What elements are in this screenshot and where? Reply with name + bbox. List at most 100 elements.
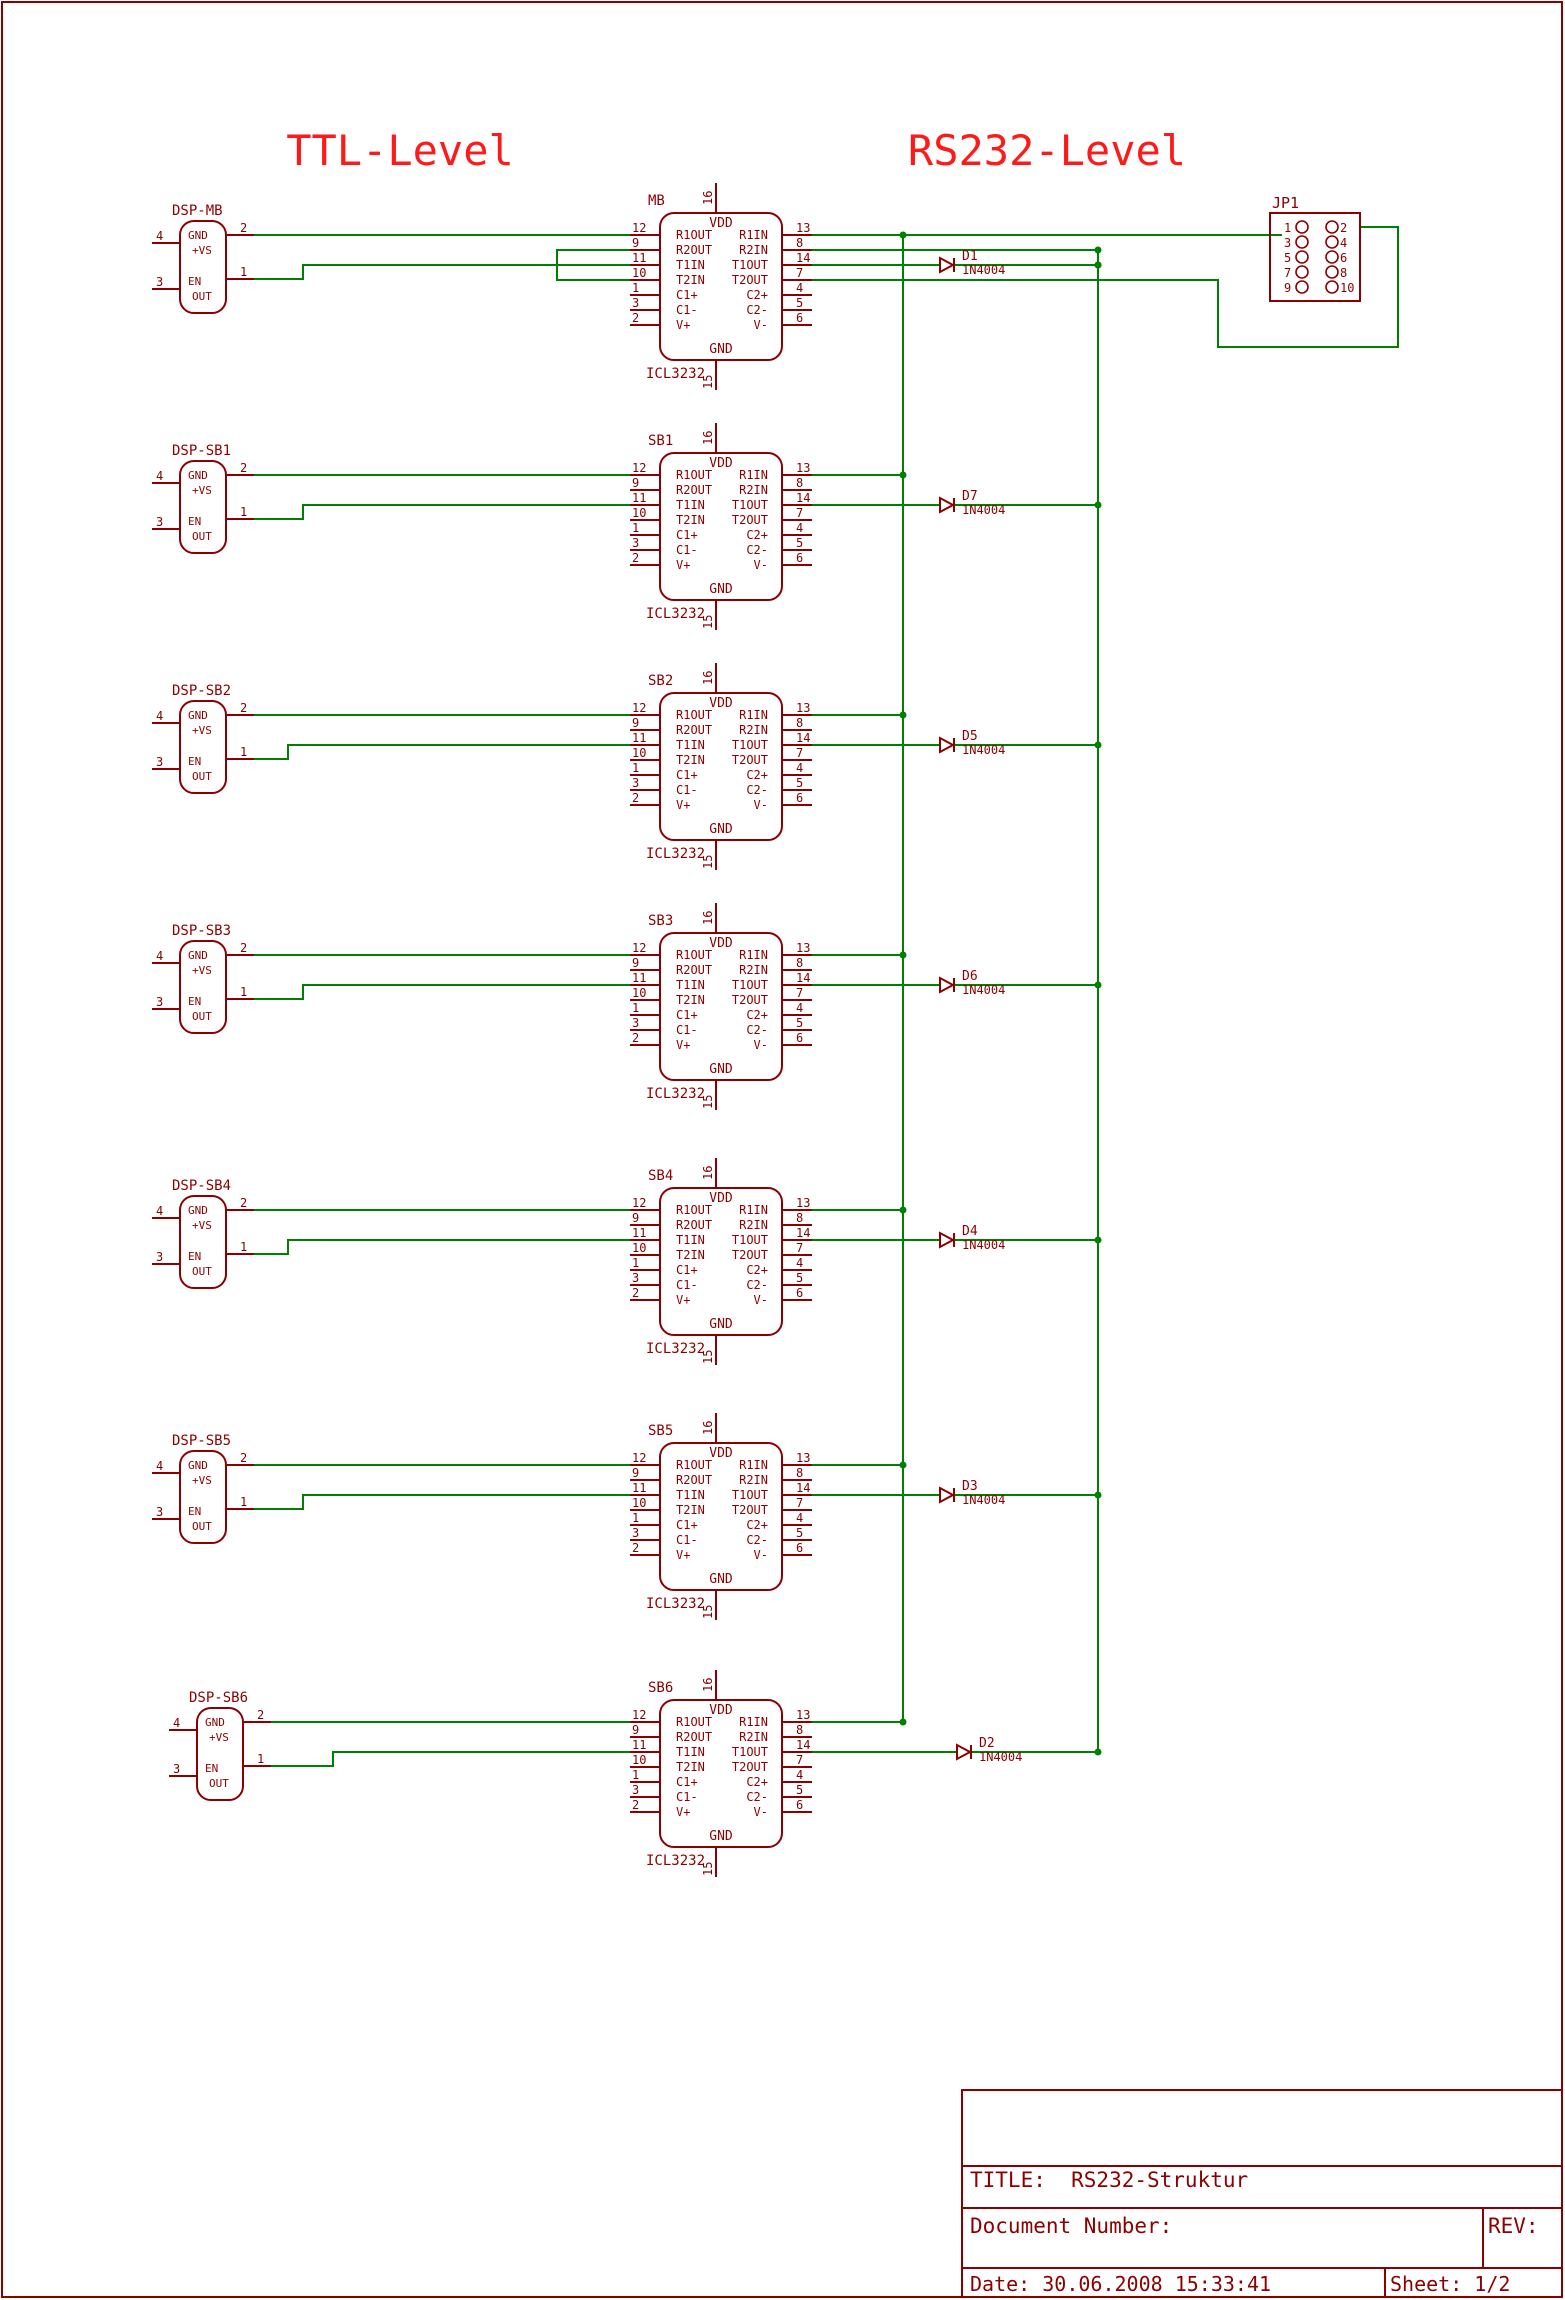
ic-pin-label: R2OUT <box>676 723 712 737</box>
ic-pin-number: 2 <box>632 791 639 805</box>
ic-pin-number: 1 <box>632 521 639 535</box>
ic-pin-number: 6 <box>796 1541 803 1555</box>
ic-pin-label: C1+ <box>676 1008 698 1022</box>
diode-triangle <box>939 976 956 994</box>
opto-pin-number: 2 <box>240 1451 247 1465</box>
ic-pin-label: R1IN <box>739 228 768 242</box>
connector-pin-number: 6 <box>1340 251 1347 265</box>
ic-pin-label: C2+ <box>746 1008 768 1022</box>
ic-pin-label: V- <box>754 318 768 332</box>
ic-pin-number: 3 <box>632 1526 639 1540</box>
ic-pin-number: 12 <box>632 701 646 715</box>
opto-pin-number: 4 <box>156 229 163 243</box>
ic-pin-number: 13 <box>796 1196 810 1210</box>
ic-pin-number: 12 <box>632 1451 646 1465</box>
ic-pin-number: 8 <box>796 716 803 730</box>
ic-pin-label: T1OUT <box>732 498 768 512</box>
ic-pin-number: 8 <box>796 1211 803 1225</box>
ic-pin-number: 4 <box>796 1768 803 1782</box>
opto-name: DSP-MB <box>172 203 223 219</box>
diode-name: D3 <box>962 1479 978 1494</box>
connector-pin <box>1295 235 1309 249</box>
ic-pin-number: 1 <box>632 1256 639 1270</box>
ic-pin-label: T1IN <box>676 738 705 752</box>
opto-pin-number: 1 <box>240 985 247 999</box>
opto-label: +VS <box>192 1219 212 1232</box>
ic-pin-label: R2IN <box>739 963 768 977</box>
diode-value: 1N4004 <box>962 1238 1005 1252</box>
ic-pin-label: T2IN <box>676 1760 705 1774</box>
ic-pin-label: R2OUT <box>676 1473 712 1487</box>
opto-pin-number: 2 <box>240 941 247 955</box>
opto-label: GND <box>188 709 208 722</box>
opto-pin-number: 2 <box>257 1708 264 1722</box>
ic-pin-label: V- <box>754 1548 768 1562</box>
wire <box>254 744 630 760</box>
ic-pin-number: 4 <box>796 1256 803 1270</box>
ic-body <box>659 212 783 361</box>
opto-pin-number: 4 <box>156 709 163 723</box>
diode-name: D1 <box>962 249 978 264</box>
diode-name: D7 <box>962 489 978 504</box>
ic-pin-label: C1+ <box>676 528 698 542</box>
ic-pin-label: R1IN <box>739 708 768 722</box>
ic-pin-label: R2IN <box>739 483 768 497</box>
opto-pin-number: 4 <box>156 949 163 963</box>
opto-label: +VS <box>192 964 212 977</box>
ic-pin-label: C1+ <box>676 1263 698 1277</box>
ic-pin-label: R2OUT <box>676 483 712 497</box>
opto-label: +VS <box>192 244 212 257</box>
connector-pin-number: 9 <box>1284 281 1291 295</box>
ic-pin-number: 13 <box>796 1451 810 1465</box>
ic-pin-number: 13 <box>796 221 810 235</box>
diode-name: D5 <box>962 729 978 744</box>
ic-pin-number: 13 <box>796 701 810 715</box>
ic-pin-number: 6 <box>796 1798 803 1812</box>
wire <box>271 1751 630 1767</box>
ic-pin-number: 14 <box>796 1226 810 1240</box>
ic-name: SB6 <box>648 1680 673 1696</box>
opto-pin-number: 2 <box>240 1196 247 1210</box>
opto-body <box>179 460 227 554</box>
diode-value: 1N4004 <box>962 743 1005 757</box>
opto-pin-number: 1 <box>257 1752 264 1766</box>
connector-pin-number: 7 <box>1284 266 1291 280</box>
ic-pin-number: 13 <box>796 461 810 475</box>
ic-gnd-label: GND <box>709 1572 733 1587</box>
document-number-label: Document Number: <box>970 2214 1172 2238</box>
wire <box>254 984 630 1000</box>
ic-pin-number: 9 <box>632 1211 639 1225</box>
opto-label: OUT <box>192 290 212 303</box>
ic-pin-label: T1IN <box>676 498 705 512</box>
ic-pin-number: 8 <box>796 476 803 490</box>
ic-vdd-label: VDD <box>709 1446 733 1461</box>
ic-pin-label: R1IN <box>739 468 768 482</box>
ic-pin-number: 7 <box>796 266 803 280</box>
ic-gnd-label: GND <box>709 822 733 837</box>
ic-value: ICL3232 <box>646 1086 705 1102</box>
ic-body <box>659 452 783 601</box>
wire <box>556 249 630 281</box>
diode-triangle <box>956 1743 973 1761</box>
wire <box>254 1494 630 1510</box>
ic-pin-number: 7 <box>796 1496 803 1510</box>
ic-pin-number: 8 <box>796 1723 803 1737</box>
diode-name: D4 <box>962 1224 978 1239</box>
ic-pin-label: T1IN <box>676 1745 705 1759</box>
ic-pin-label: R2OUT <box>676 1730 712 1744</box>
wire <box>254 1239 630 1255</box>
ic-pin-number: 3 <box>632 296 639 310</box>
ic-pin-label: T2IN <box>676 513 705 527</box>
opto-pin-number: 4 <box>156 469 163 483</box>
ic-pin-number: 11 <box>632 491 646 505</box>
connector-pin-number: 1 <box>1284 221 1291 235</box>
ic-name: SB3 <box>648 913 673 929</box>
ic-pin-number: 12 <box>632 1196 646 1210</box>
ic-pin-label: R1OUT <box>676 1715 712 1729</box>
ic-vdd-label: VDD <box>709 696 733 711</box>
